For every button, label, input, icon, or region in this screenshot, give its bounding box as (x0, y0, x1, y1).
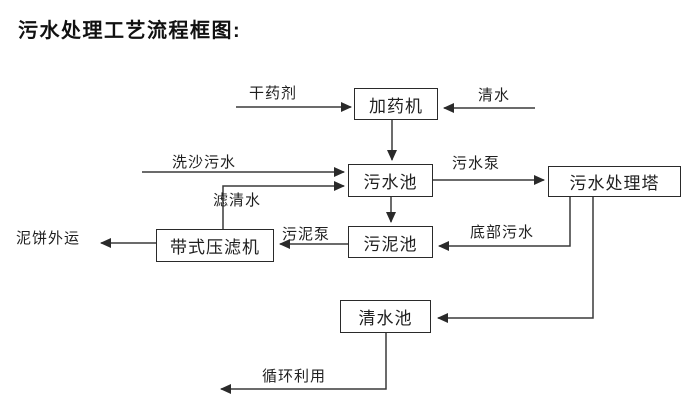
edge-bottom-sewage-line (438, 197, 571, 251)
edge-label-dry-chemical: 干药剂 (249, 85, 298, 102)
edge-filtered-water-line (222, 181, 345, 229)
edge-label-clear-water: 清水 (478, 87, 511, 104)
node-clear-water-pool-label: 清水池 (358, 309, 413, 328)
node-clear-water-pool: 清水池 (340, 300, 431, 333)
diagram-title: 污水处理工艺流程框图: (18, 20, 242, 42)
edge-label-sludge-pump: 污泥泵 (282, 226, 331, 243)
node-treatment-tower: 污水处理塔 (548, 166, 681, 197)
edge-label-sewage-pump: 污水泵 (452, 155, 501, 172)
node-sewage-pool: 污水池 (348, 164, 433, 197)
edge-label-recycle-use: 循环利用 (262, 368, 327, 385)
node-dosing-machine-label: 加药机 (369, 96, 423, 116)
node-sewage-pool-label: 污水池 (363, 173, 418, 192)
edge-label-sand-washing-sewage: 洗沙污水 (172, 154, 237, 171)
edge-label-filtered-water: 滤清水 (213, 192, 262, 209)
node-belt-filter-press-label: 带式压滤机 (170, 238, 260, 257)
edge-label-mud-cake-out: 泥饼外运 (16, 230, 81, 247)
edge-tower-to-clear-line (437, 197, 594, 323)
node-sludge-pool-label: 污泥池 (363, 234, 418, 254)
node-belt-filter-press: 带式压滤机 (156, 229, 274, 262)
node-dosing-machine: 加药机 (354, 88, 438, 120)
edge-label-bottom-sewage: 底部污水 (470, 224, 535, 241)
node-treatment-tower-label: 污水处理塔 (569, 174, 660, 193)
node-sludge-pool: 污泥池 (348, 226, 433, 258)
edge-recycle-line (220, 333, 387, 394)
